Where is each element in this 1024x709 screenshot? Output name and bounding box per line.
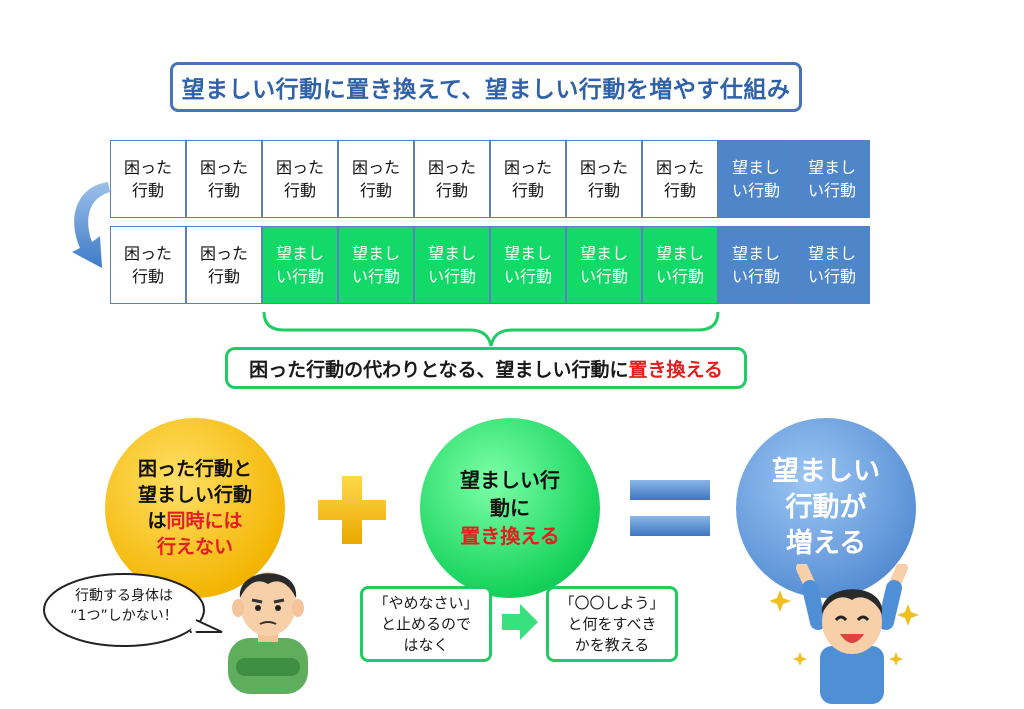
summary-text: 困った行動の代わりとなる、望ましい行動に	[249, 358, 629, 381]
curved-arrow-icon	[72, 182, 110, 268]
row2-cell: 望まし い行動	[718, 226, 794, 304]
row2-cell: 望まし い行動	[490, 226, 566, 304]
behavior-row-before: 困った 行動困った 行動困った 行動困った 行動困った 行動困った 行動困った …	[110, 140, 870, 218]
row2-cell: 望まし い行動	[338, 226, 414, 304]
circle-replace-line3: 置き換える	[460, 524, 560, 548]
row2-cell: 望まし い行動	[566, 226, 642, 304]
speech-bubble	[43, 573, 223, 647]
row1-cell: 困った 行動	[186, 140, 262, 218]
brace-icon	[262, 311, 720, 347]
row1-cell: 困った 行動	[414, 140, 490, 218]
row1-cell: 困った 行動	[338, 140, 414, 218]
row2-cell: 望まし い行動	[794, 226, 870, 304]
circle-conflict-line2: 望ましい行動	[137, 484, 252, 506]
row1-cell: 望まし い行動	[718, 140, 794, 218]
row2-cell: 困った 行動	[110, 226, 186, 304]
plus-icon	[318, 476, 386, 544]
row2-cell: 望まし い行動	[262, 226, 338, 304]
circle-conflict-line1: 困った行動と	[137, 458, 252, 480]
row2-cell: 望まし い行動	[642, 226, 718, 304]
box-dont-just-stop: 「やめなさい」 と止めるので はなく	[360, 586, 492, 662]
equals-icon	[630, 480, 710, 536]
speech-text: 行動する身体は “1つ”しかない！	[70, 588, 178, 624]
circle-result-line1: 望ましい	[772, 456, 880, 487]
circle-replace: 望ましい行 動に 置き換える	[420, 418, 600, 598]
sparkle-icon	[770, 590, 919, 666]
circle-replace-line2: 動に	[490, 496, 530, 520]
row1-cell: 困った 行動	[262, 140, 338, 218]
diagram-title: 望ましい行動に置き換えて、望ましい行動を増やす仕組み	[170, 62, 802, 112]
man-illustration	[228, 572, 308, 694]
row1-cell: 困った 行動	[490, 140, 566, 218]
circle-conflict: 困った行動と 望ましい行動 は同時には 行えない	[105, 418, 285, 598]
circle-replace-line1: 望ましい行	[460, 468, 560, 492]
circle-result-line2: 行動が	[785, 492, 867, 523]
summary-box: 困った行動の代わりとなる、望ましい行動に置き換える	[225, 347, 747, 389]
circle-result: 望ましい 行動が 増える	[736, 418, 916, 598]
row1-cell: 困った 行動	[566, 140, 642, 218]
row1-cell: 望まし い行動	[794, 140, 870, 218]
circle-result-line3: 増える	[785, 528, 867, 559]
summary-highlight: 置き換える	[628, 358, 723, 381]
right-arrow-icon	[502, 604, 538, 640]
row1-cell: 困った 行動	[642, 140, 718, 218]
circle-conflict-line3: は同時には	[147, 510, 243, 532]
row1-cell: 困った 行動	[110, 140, 186, 218]
row2-cell: 望まし い行動	[414, 226, 490, 304]
circle-conflict-line4: 行えない	[156, 536, 233, 558]
box-teach-what-to-do: 「〇〇しよう」 と何をすべき かを教える	[546, 586, 678, 662]
happy-child-illustration	[796, 564, 908, 704]
row2-cell: 困った 行動	[186, 226, 262, 304]
behavior-row-after: 困った 行動困った 行動望まし い行動望まし い行動望まし い行動望まし い行動…	[110, 226, 870, 304]
